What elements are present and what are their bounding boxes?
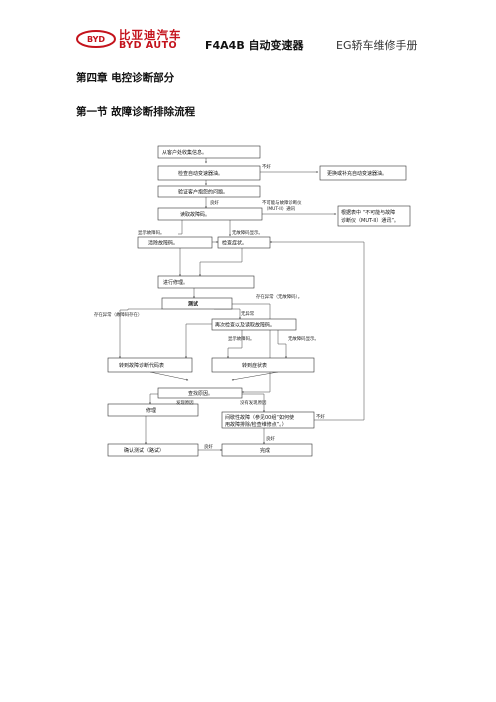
box-goto-code-table-text: 转到故障诊断代码表 <box>119 362 164 369</box>
box-no-comm-table: 根据表中 “不可能与故障 诊断仪（MUT-II）通讯”。 <box>337 205 411 227</box>
box-clear-codes: 清除故障码。 <box>137 236 213 249</box>
page-header: BYD 比亚迪汽车 BYD AUTO F4A4B 自动变速器 EG轿车维修手册 <box>0 0 496 60</box>
chapter-heading: 第四章 电控诊断部分 <box>76 72 175 84</box>
box-clear-codes-text: 清除故障码。 <box>148 240 178 247</box>
box-fix-text: 修理 <box>146 407 156 414</box>
box-replace-atf-text: 更换或补充自动变速器油。 <box>327 170 387 177</box>
label-found: 发现原因 <box>176 399 194 406</box>
logo-text: BYD <box>87 35 105 44</box>
box-goto-symptom-table: 转到症状表 <box>211 357 315 373</box>
label-good-1: 良好 <box>210 199 219 206</box>
box-repair-text: 进行修理。 <box>163 279 188 286</box>
box-verify-complaint-text: 验证客户抱怨的问题。 <box>178 189 228 196</box>
label-not-found: 没有发现原因 <box>240 399 267 406</box>
box-find-cause-text: 查找原因。 <box>188 390 213 397</box>
box-intermittent: 间歇性故障（参见00组“如何使 用故障排除/检查维修点”。） <box>221 411 315 429</box>
label-code-shown: 显示故障码。 <box>138 229 164 236</box>
document-title: F4A4B 自动变速器 <box>205 39 304 52</box>
box-check-atf: 检查自动变速器油。 <box>157 165 261 181</box>
label-code-shown-2: 显示故障码。 <box>228 335 254 342</box>
label-abnormal-no-code: 存在异常（无故障码）。 <box>256 293 302 300</box>
box-complete-text: 完成 <box>260 447 270 454</box>
box-check-symptom: 检查症状。 <box>217 236 271 249</box>
label-no-code: 无故障码显示。 <box>232 229 263 236</box>
box-confirm-test: 确认测试（路试） <box>107 443 199 457</box>
box-verify-complaint: 验证客户抱怨的问题。 <box>157 185 261 198</box>
label-no-comm-2: （MUT-II）通讯 <box>264 205 296 212</box>
box-test-text: 测试 <box>188 301 198 308</box>
box-recheck-codes: 再次检查以及读取故障码。 <box>211 318 297 331</box>
box-recheck-codes-text: 再次检查以及读取故障码。 <box>215 322 275 329</box>
box-intermittent-text-1: 间歇性故障（参见00组“如何使 <box>225 414 294 421</box>
box-intermittent-text-2: 用故障排除/检查维修点”。） <box>225 421 287 428</box>
box-replace-atf: 更换或补充自动变速器油。 <box>319 165 407 181</box>
box-goto-symptom-table-text: 转到症状表 <box>242 362 267 369</box>
label-good-2: 良好 <box>266 435 275 442</box>
manual-title: EG轿车维修手册 <box>336 39 418 52</box>
label-no-comm-1: 不可能与故障诊断仪 <box>262 199 302 206</box>
box-read-codes: 读取故障码。 <box>157 207 263 221</box>
label-no-code-2: 无故障码显示。 <box>288 335 319 342</box>
box-goto-code-table: 转到故障诊断代码表 <box>107 357 193 373</box>
section-heading: 第一节 故障诊断排除流程 <box>76 106 196 118</box>
brand-name-en: BYD AUTO <box>119 40 178 51</box>
box-check-symptom-text: 检查症状。 <box>222 240 247 247</box>
byd-logo: BYD <box>76 30 116 48</box>
label-bad-2: 不好 <box>316 413 325 420</box>
box-read-codes-text: 读取故障码。 <box>180 211 210 218</box>
brand-name-cn: 比亚迪汽车 <box>119 28 182 42</box>
box-confirm-test-text: 确认测试（路试） <box>124 447 164 454</box>
label-bad-1: 不好 <box>262 163 271 170</box>
box-collect-info: 从客户处收集信息。 <box>157 145 261 159</box>
box-complete: 完成 <box>221 443 313 457</box>
logo-ellipse <box>76 30 116 48</box>
box-fix: 修理 <box>107 403 199 417</box>
box-test: 测试 <box>161 297 233 310</box>
box-check-atf-text: 检查自动变速器油。 <box>178 170 223 177</box>
label-normal: 无异常 <box>241 310 255 317</box>
box-collect-info-text: 从客户处收集信息。 <box>162 149 207 156</box>
box-no-comm-table-text-2: 诊断仪（MUT-II）通讯”。 <box>341 217 399 224</box>
box-find-cause: 查找原因。 <box>157 387 243 399</box>
box-repair: 进行修理。 <box>157 275 255 289</box>
box-no-comm-table-text-1: 根据表中 “不可能与故障 <box>341 209 395 216</box>
flow-labels: 不好 良好 不可能与故障诊断仪 （MUT-II）通讯 显示故障码。 无故障码显示… <box>94 163 325 450</box>
label-abnormal-code: 存在异常（故障码存在） <box>94 311 142 318</box>
label-good-3: 良好 <box>204 443 213 450</box>
